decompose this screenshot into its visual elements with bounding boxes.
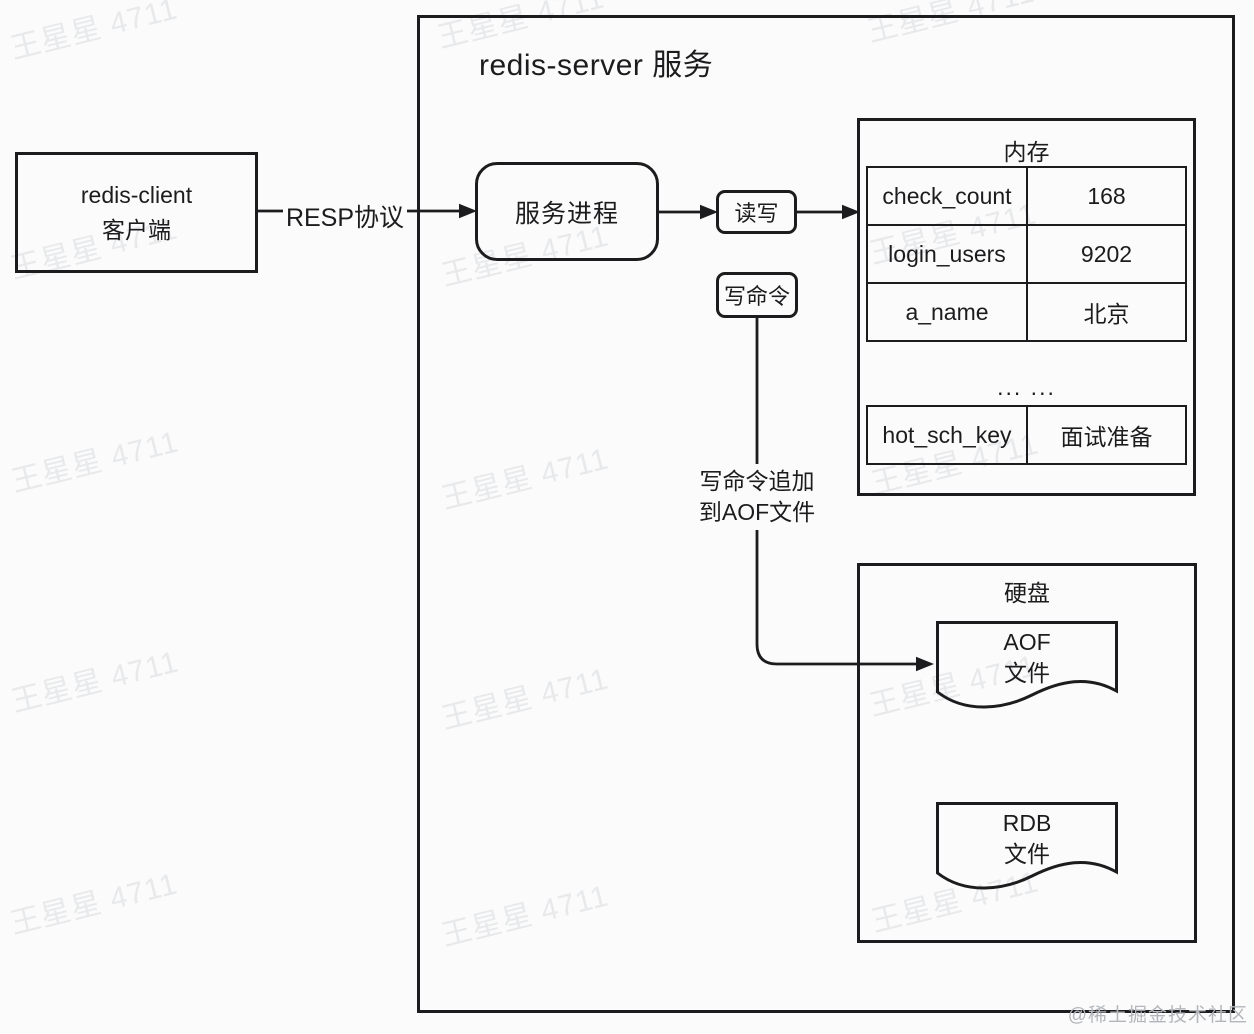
rdb-file-shape: RDB 文件 [936, 802, 1118, 894]
memory-table: check_count 168 login_users 9202 a_name … [866, 166, 1187, 342]
resp-arrowhead [459, 203, 477, 219]
rdb-file-label-line1: RDB [1002, 810, 1052, 836]
redis-client-box: redis-client 客户端 [15, 152, 258, 273]
table-row: login_users 9202 [868, 224, 1185, 282]
table-row: check_count 168 [868, 168, 1185, 224]
memory-value-cell: 面试准备 [1060, 424, 1153, 450]
memory-ellipsis: ... ... [997, 374, 1056, 400]
memory-value-cell: 168 [1087, 182, 1126, 209]
disk-title: 硬盘 [1004, 580, 1050, 606]
rdb-file-label: RDB 文件 [936, 808, 1118, 870]
rdb-file-label-line2: 文件 [1004, 841, 1050, 868]
memory-key-cell: hot_sch_key [868, 407, 1028, 463]
document-shape-icon [936, 802, 1118, 890]
memory-title: 内存 [1003, 139, 1050, 165]
server-process-label: 服务进程 [514, 199, 619, 228]
aof-append-note-line2: 到AOF文件 [698, 499, 816, 526]
memory-key-cell: login_users [868, 226, 1028, 282]
aof-append-note: 写命令追加 到AOF文件 [688, 464, 826, 531]
memory-value-cell: 北京 [1083, 301, 1130, 327]
memory-arrowhead [842, 204, 860, 220]
community-credit: @稀土掘金技术社区 [1067, 1005, 1248, 1026]
aof-file-label-line2: 文件 [1004, 660, 1050, 687]
table-row: a_name 北京 [868, 282, 1185, 340]
redis-server-title: redis-server 服务 [479, 49, 714, 82]
read-write-box: 读写 [716, 190, 797, 234]
aof-file-label-line1: AOF [1003, 629, 1051, 655]
aof-append-note-line1: 写命令追加 [699, 468, 815, 494]
memory-box: 内存 check_count 168 login_users 9202 a_na… [857, 118, 1196, 496]
redis-client-label-line1: redis-client [80, 182, 193, 208]
table-row: hot_sch_key 面试准备 [868, 407, 1185, 463]
write-command-label: 写命令 [723, 284, 790, 309]
redis-server-box [417, 15, 1235, 1013]
aof-file-shape: AOF 文件 [936, 621, 1118, 713]
redis-client-label-line2: 客户端 [102, 216, 171, 243]
writecmd-to-aof-path [755, 318, 917, 666]
server-process-box: 服务进程 [475, 162, 659, 261]
aof-arrowhead [916, 656, 934, 672]
document-shape-icon [936, 621, 1118, 709]
readwrite-arrowhead [700, 204, 718, 220]
memory-value-cell: 9202 [1080, 240, 1133, 267]
write-command-box: 写命令 [716, 272, 798, 318]
aof-file-label: AOF 文件 [936, 627, 1118, 689]
disk-box: 硬盘 [857, 563, 1197, 943]
memory-key-cell: a_name [868, 284, 1028, 340]
read-write-label: 读写 [734, 201, 779, 226]
resp-protocol-label: RESP协议 [283, 196, 407, 236]
memory-key-cell: check_count [868, 168, 1028, 224]
memory-hot-key-table: hot_sch_key 面试准备 [866, 405, 1187, 465]
